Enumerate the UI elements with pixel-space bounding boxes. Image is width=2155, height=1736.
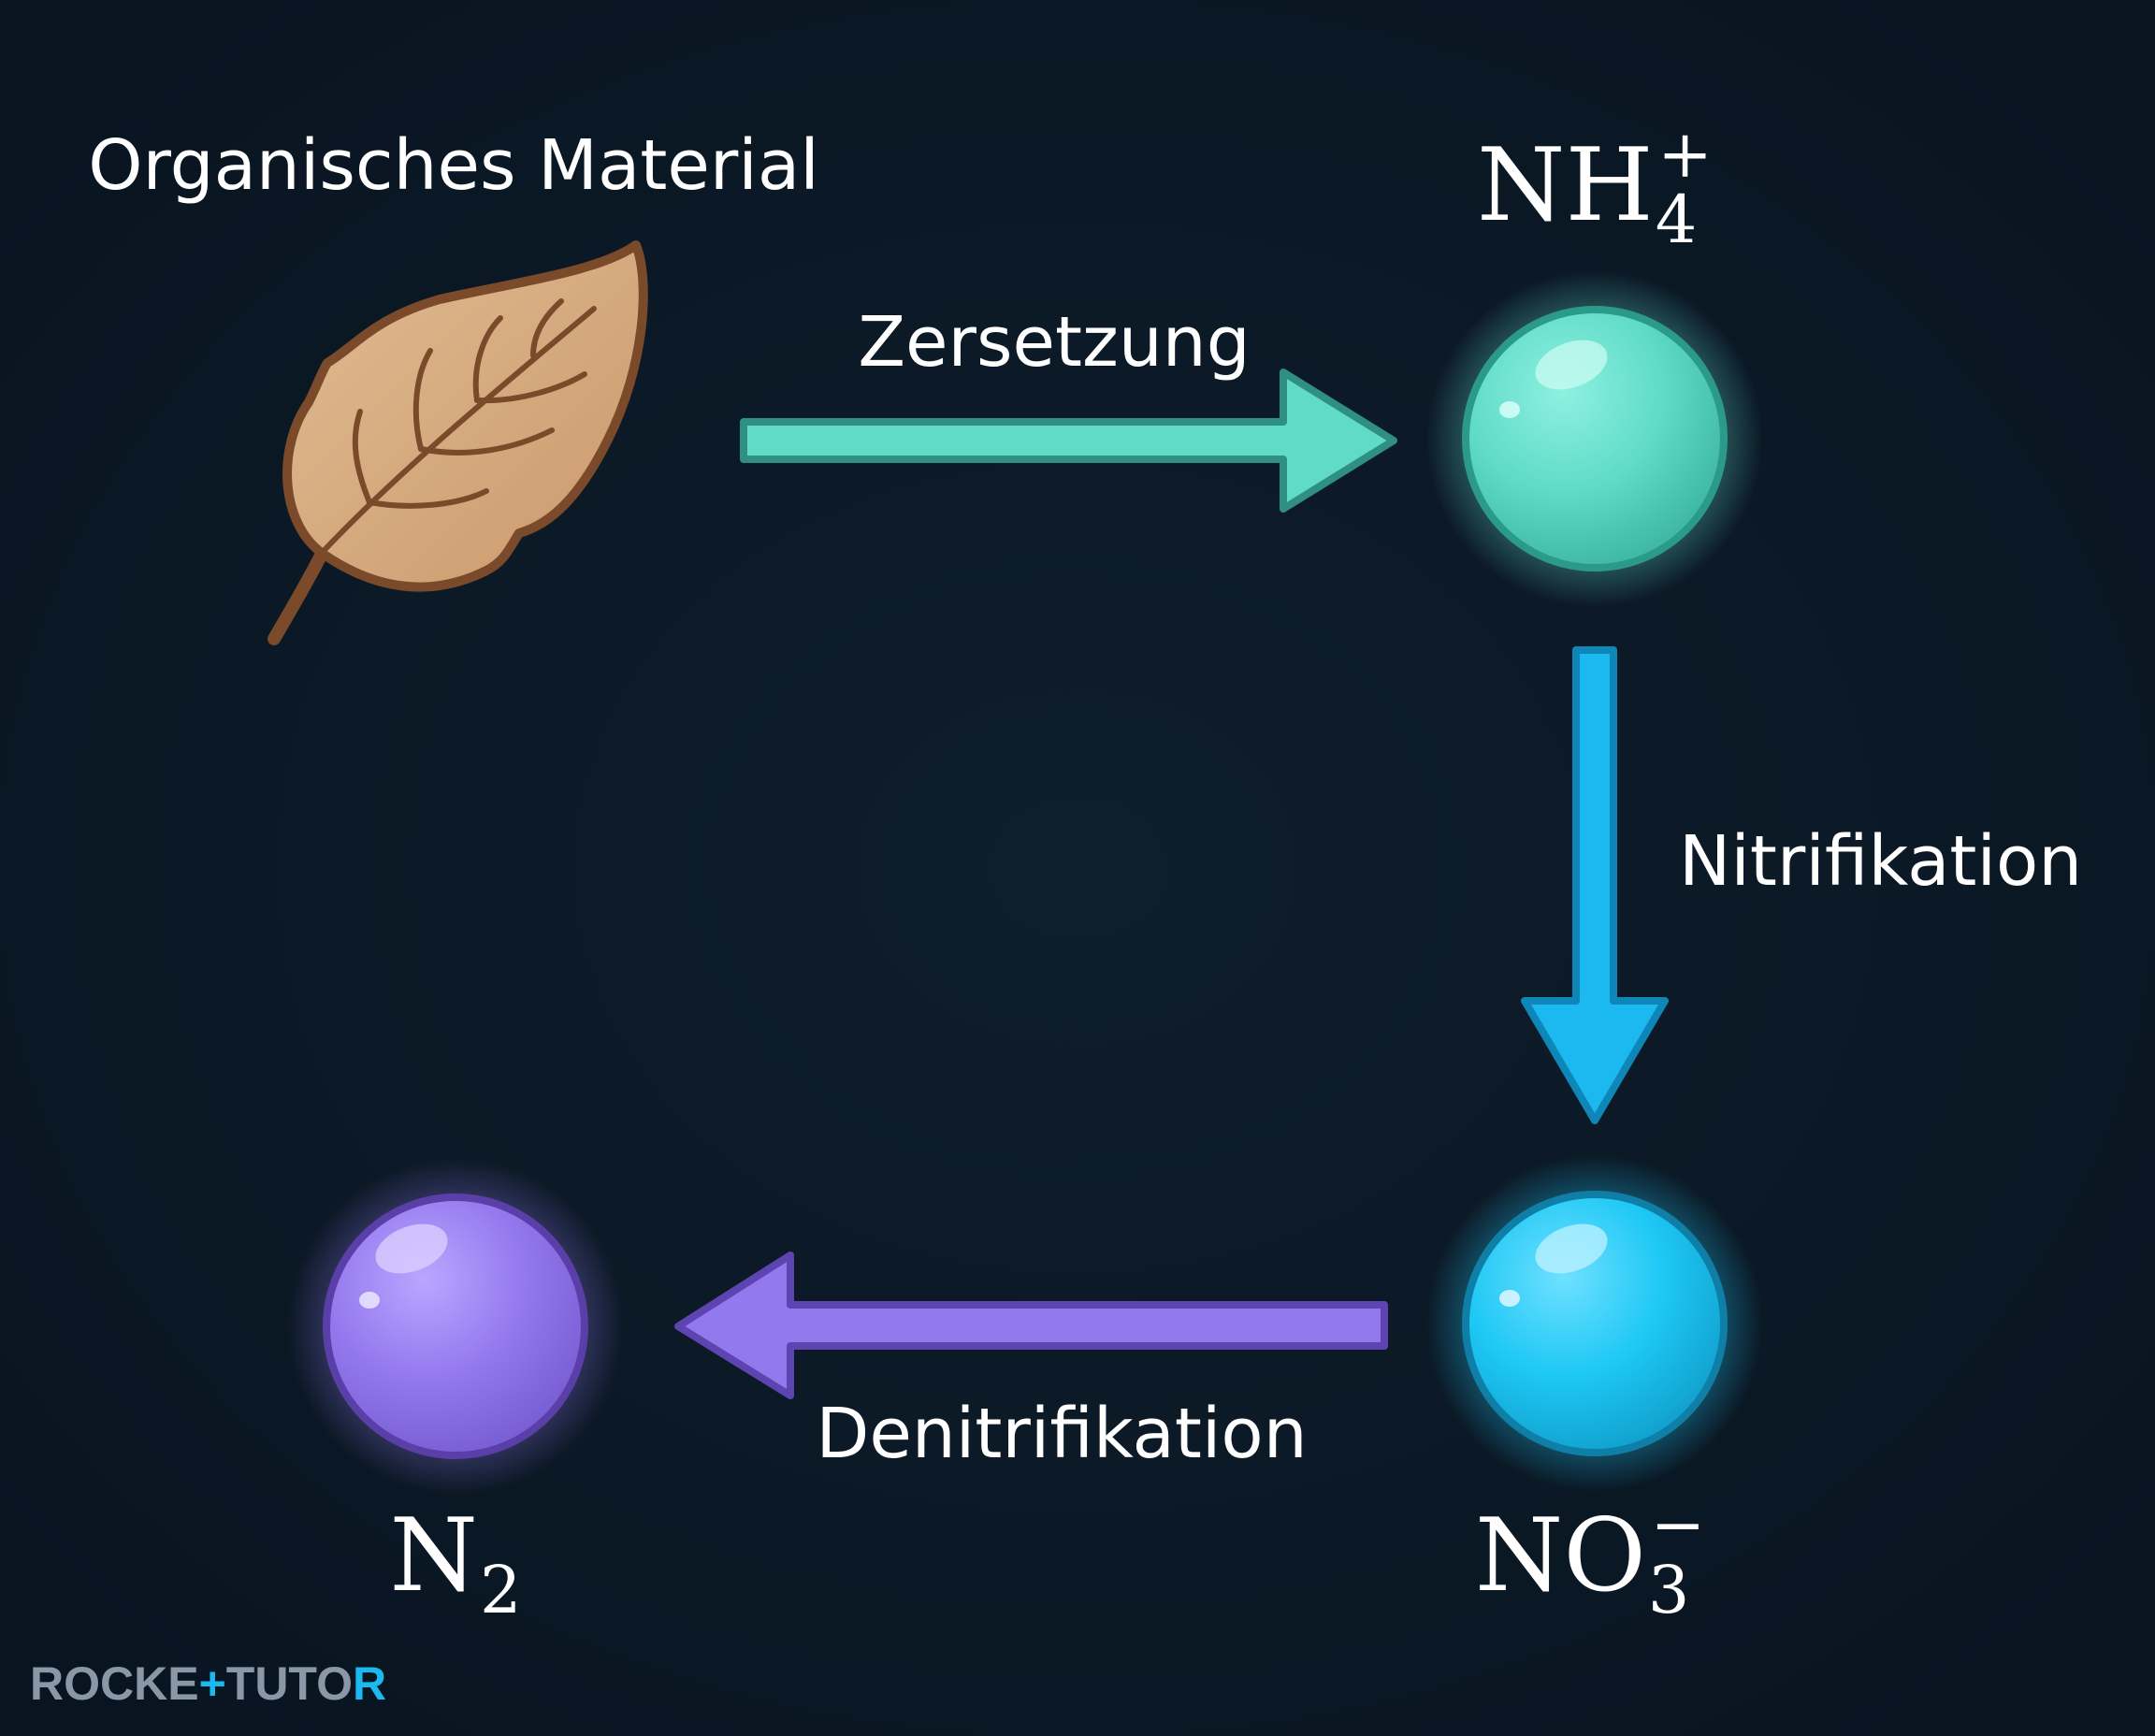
nitrate-subscript: 3 (1648, 1552, 1690, 1628)
ammonium-formula: NH4+ (1477, 116, 1713, 258)
nitrate-sphere (1426, 1155, 1763, 1492)
nitrate-base: NO (1475, 1497, 1646, 1614)
nitrification-arrow (1521, 646, 1669, 1124)
ammonium-sphere (1426, 270, 1763, 607)
svg-text:ROCKE+TUTOR: ROCKE+TUTOR (30, 1657, 386, 1710)
nitrogen-formula: N2 (389, 1497, 521, 1628)
nitrogen-base: N (389, 1497, 478, 1614)
rocket-tutor-logo: ROCKE+TUTOR (30, 1657, 386, 1710)
logo-plus: + (199, 1657, 226, 1710)
ammonium-base: NH (1477, 127, 1654, 244)
logo-part2: TUTO (226, 1657, 353, 1710)
ammonium-subscript: 4 (1656, 181, 1698, 258)
nitrogen-sphere (287, 1158, 624, 1495)
decomposition-label: Zersetzung (858, 302, 1250, 383)
decomposition-arrow (740, 369, 1397, 513)
organic-material-label: Organisches Material (88, 125, 819, 206)
ammonium-superscript: + (1657, 116, 1713, 193)
nitrate-superscript: − (1650, 1486, 1705, 1563)
nitrate-formula: NO3− (1475, 1486, 1705, 1628)
nitrogen-subscript: 2 (480, 1552, 522, 1628)
denitrification-arrow (674, 1251, 1388, 1399)
logo-part1: ROCKE (30, 1657, 199, 1710)
logo-part3: R (353, 1657, 386, 1710)
nitrification-label: Nitrifikation (1679, 821, 2082, 902)
denitrification-label: Denitrifikation (816, 1394, 1307, 1474)
leaf-icon (268, 240, 648, 645)
